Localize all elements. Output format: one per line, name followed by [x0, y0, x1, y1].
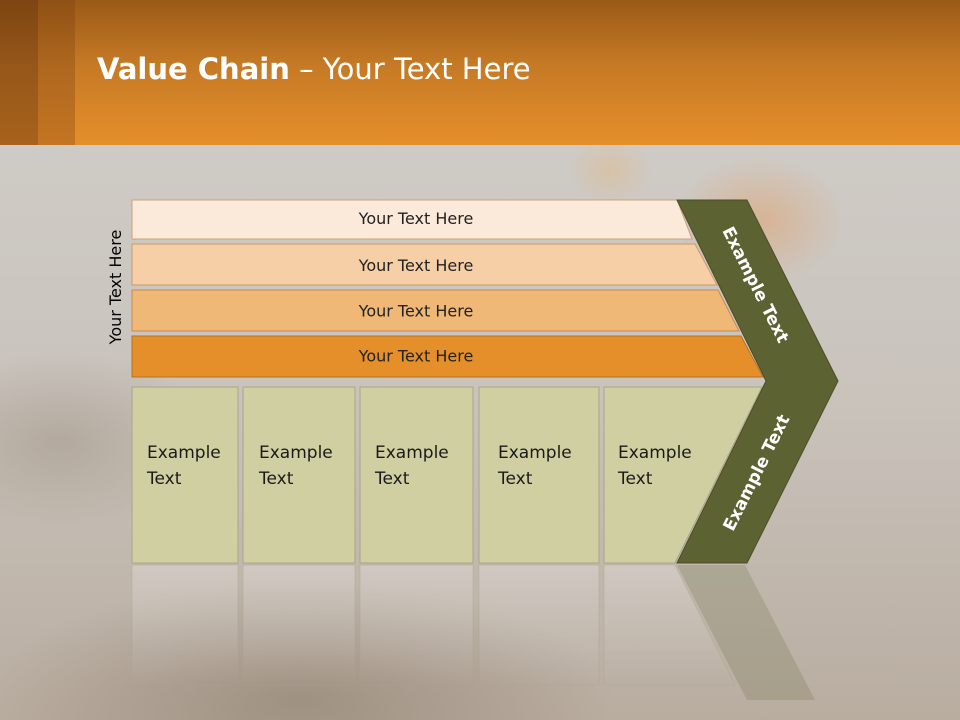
activity-cell — [242, 386, 356, 564]
cell-label-line2: Text — [617, 469, 653, 489]
cell-label-line1: Example — [618, 443, 692, 463]
reflection-cell — [131, 564, 239, 686]
reflection-cell — [359, 564, 474, 686]
band-label: Your Text Here — [358, 256, 474, 275]
activity-cell — [131, 386, 239, 564]
cell-label-line1: Example — [259, 443, 333, 463]
reflection-cell — [242, 564, 356, 686]
cell-label-line2: Text — [258, 469, 294, 489]
slide-title-bold: Value Chain — [97, 52, 290, 86]
band-label: Your Text Here — [358, 302, 474, 321]
value-band — [131, 243, 718, 286]
cell-label-line1: Example — [147, 443, 221, 463]
slide-title-rest: – Your Text Here — [289, 52, 531, 86]
cell-label-line2: Text — [146, 469, 182, 489]
diagram-reflection — [131, 564, 815, 700]
cell-label-line1: Example — [375, 443, 449, 463]
cell-label-line2: Text — [497, 469, 533, 489]
activity-cell — [603, 386, 763, 564]
reflection-chevron — [677, 565, 815, 700]
band-label: Your Text Here — [358, 347, 474, 366]
cell-label-line2: Text — [374, 469, 410, 489]
reflection-cell — [478, 564, 600, 686]
band-label: Your Text Here — [358, 209, 474, 228]
title-banner: Value Chain – Your Text Here — [0, 0, 960, 145]
value-band — [131, 335, 764, 378]
value-band — [131, 199, 693, 240]
slide-title: Value Chain – Your Text Here — [97, 52, 531, 86]
banner-accent-bar — [0, 0, 38, 145]
reflection-cell — [603, 564, 736, 686]
value-band — [131, 289, 740, 332]
banner-accent-bar — [38, 0, 75, 145]
activity-cell — [359, 386, 474, 564]
activity-cell — [478, 386, 600, 564]
cell-label-line1: Example — [498, 443, 572, 463]
margin-chevron — [676, 199, 839, 564]
